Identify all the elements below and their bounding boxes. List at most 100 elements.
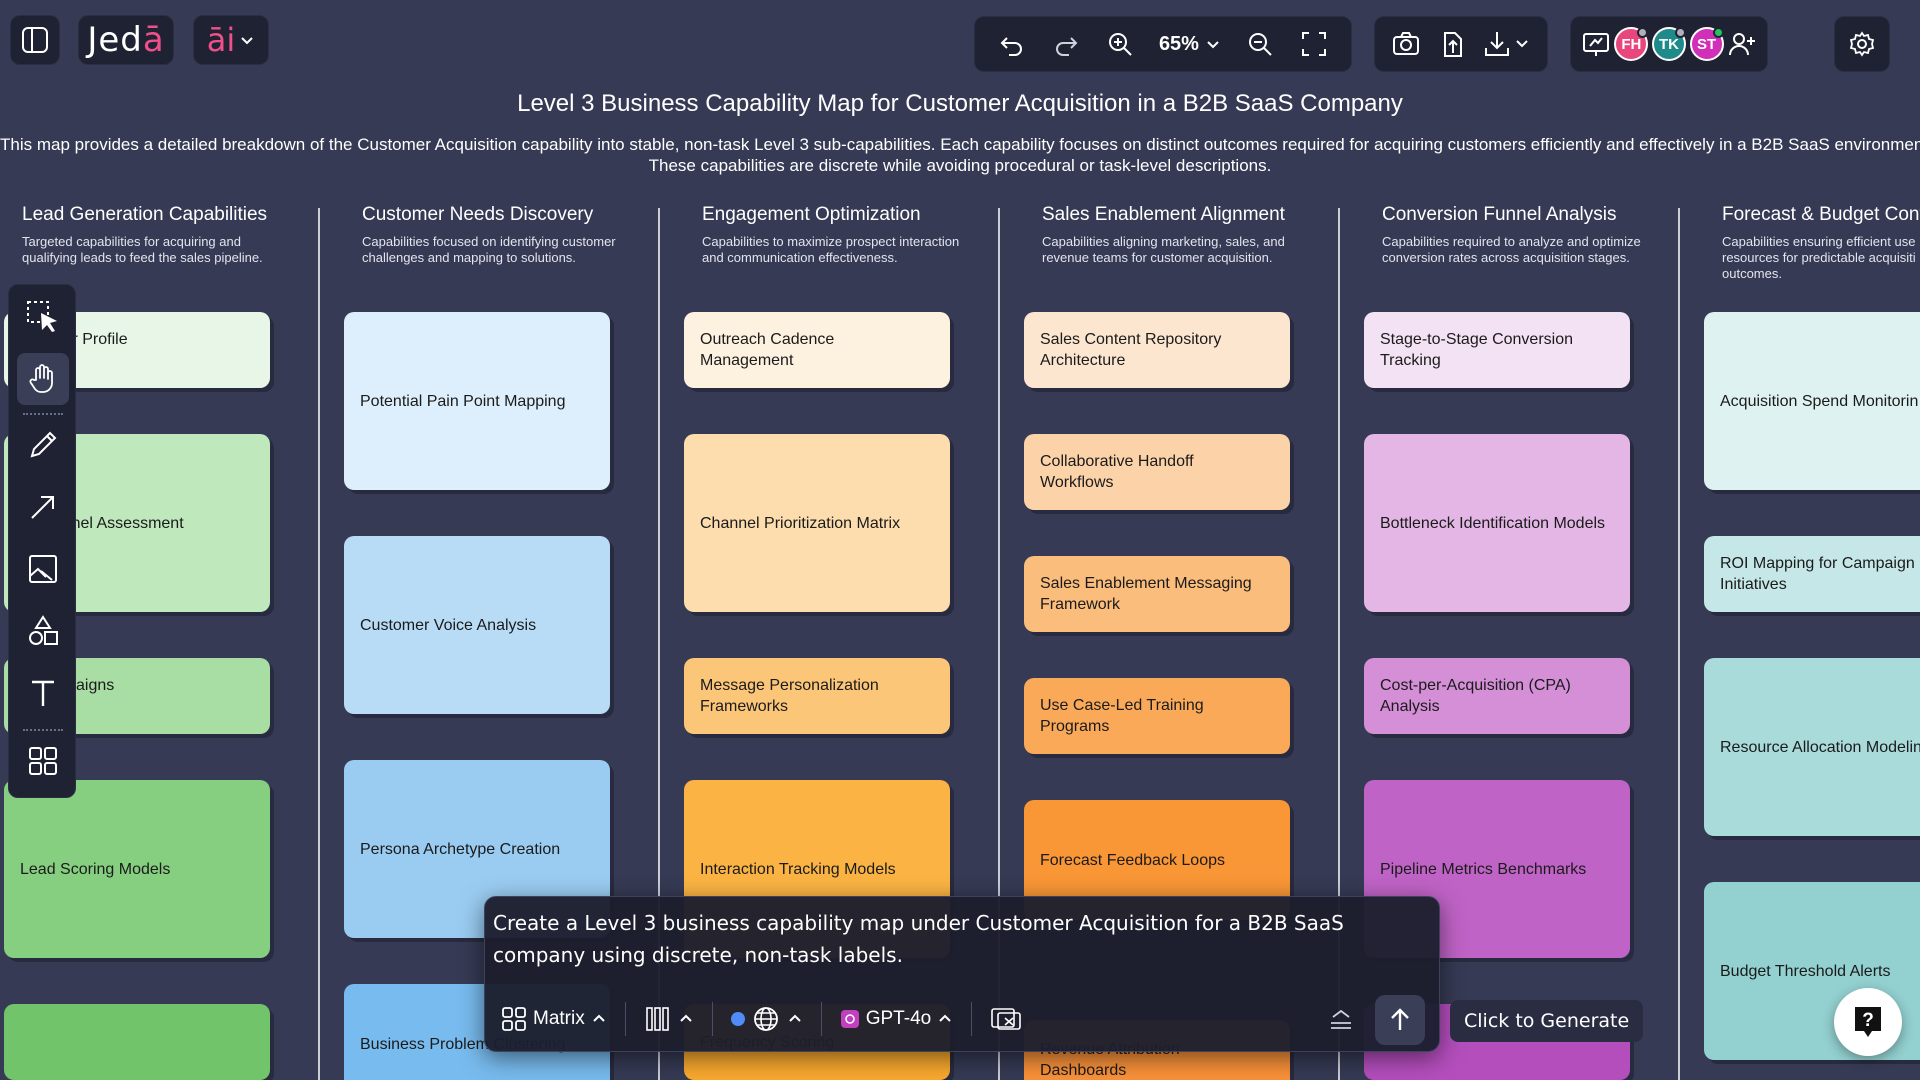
capability-card[interactable]: Stage-to-Stage Conversion Tracking — [1364, 312, 1630, 388]
prompt-divider — [971, 1002, 973, 1036]
capability-card-label: Collaborative Handoff Workflows — [1040, 453, 1194, 491]
capability-card[interactable]: Resource Allocation Modelin — [1704, 658, 1920, 836]
templates-tool-button[interactable] — [17, 735, 69, 787]
toolbar-divider — [23, 729, 63, 731]
add-user-icon[interactable] — [1727, 29, 1757, 59]
capability-card[interactable]: Potential Pain Point Mapping — [344, 312, 610, 490]
capability-card-label: Interaction Tracking Models — [700, 860, 896, 878]
capability-card-label: Channel Prioritization Matrix — [700, 514, 901, 532]
column-title[interactable]: Customer Needs Discovery — [362, 204, 594, 225]
ai-prompt-panel: Create a Level 3 business capability map… — [484, 896, 1440, 1052]
capability-card[interactable]: Acquisition Spend Monitorin — [1704, 312, 1920, 490]
ai-menu-button[interactable]: āi — [193, 15, 269, 65]
generate-tooltip: Click to Generate — [1450, 1000, 1644, 1042]
column-title[interactable]: Conversion Funnel Analysis — [1382, 204, 1617, 225]
capability-card-label: Budget Threshold Alerts — [1720, 962, 1891, 980]
capability-card-label: Message Personalization Frameworks — [700, 677, 879, 715]
capability-card[interactable]: ROI Mapping for Campaign Initiatives — [1704, 536, 1920, 612]
column-divider — [658, 208, 660, 1080]
zoom-out-icon[interactable] — [1245, 29, 1275, 59]
column-description: Capabilities aligning marketing, sales, … — [1042, 234, 1285, 265]
shapes-tool-button[interactable] — [17, 605, 69, 657]
column-title[interactable]: Forecast & Budget Contr — [1722, 204, 1920, 225]
expand-button[interactable] — [1319, 999, 1363, 1039]
redo-icon[interactable] — [1051, 29, 1081, 59]
capability-card-label: Sales Enablement Messaging Framework — [1040, 575, 1252, 613]
toggle-panel-button[interactable] — [10, 15, 60, 65]
generate-button[interactable] — [1375, 995, 1425, 1045]
capability-card[interactable]: Collaborative Handoff Workflows — [1024, 434, 1290, 510]
model-icon — [840, 1009, 860, 1029]
undo-icon[interactable] — [997, 29, 1027, 59]
avatar[interactable]: FH — [1614, 27, 1649, 61]
gear-icon — [1848, 30, 1876, 58]
columns-selector[interactable] — [636, 999, 702, 1039]
help-button[interactable]: ? — [1834, 988, 1902, 1056]
map-description: This map provides a detailed breakdown o… — [0, 134, 1920, 176]
capability-card[interactable]: Lead Scoring Models — [4, 780, 270, 958]
layout-selector[interactable]: Matrix — [493, 999, 615, 1039]
column-title[interactable]: Sales Enablement Alignment — [1042, 204, 1285, 225]
capability-card[interactable]: Persona Archetype Creation — [344, 760, 610, 938]
column-title[interactable]: Engagement Optimization — [702, 204, 921, 225]
color-dot-icon — [730, 1012, 745, 1026]
select-cursor-icon — [25, 299, 61, 335]
capability-card-label: Resource Allocation Modelin — [1720, 738, 1920, 756]
hand-tool-button[interactable] — [17, 353, 69, 405]
arrow-icon — [26, 490, 60, 524]
capability-card[interactable]: Sales Content Repository Architecture — [1024, 312, 1290, 388]
column-title[interactable]: Lead Generation Capabilities — [22, 204, 268, 225]
chevron-up-icon — [787, 1011, 803, 1027]
hand-icon — [26, 362, 60, 396]
avatar[interactable]: ST — [1689, 27, 1724, 61]
capability-card[interactable]: Message Personalization Frameworks — [684, 658, 950, 734]
prompt-divider — [624, 1002, 626, 1036]
map-description-line: These capabilities are discrete while av… — [648, 156, 1272, 175]
sidebar-panel-icon — [20, 25, 50, 55]
text-tool-button[interactable] — [17, 667, 69, 719]
arrow-tool-button[interactable] — [17, 481, 69, 533]
toolbar-divider — [23, 413, 63, 415]
model-selector[interactable]: GPT-4o — [832, 999, 961, 1039]
camera-icon[interactable] — [1391, 29, 1421, 59]
capability-card[interactable]: Channel Prioritization Matrix — [684, 434, 950, 612]
color-language-selector[interactable] — [723, 999, 811, 1039]
capability-card[interactable]: Customer Voice Analysis — [344, 536, 610, 714]
fit-screen-icon[interactable] — [1299, 29, 1329, 59]
download-icon[interactable] — [1483, 29, 1531, 59]
layout-label: Matrix — [533, 1008, 585, 1029]
capability-card-label: Cost-per-Acquisition (CPA) Analysis — [1380, 677, 1571, 715]
prompt-input[interactable]: Create a Level 3 business capability map… — [493, 911, 1344, 967]
matrix-icon — [501, 1006, 527, 1032]
pen-tool-button[interactable] — [17, 419, 69, 471]
zoom-in-icon[interactable] — [1105, 29, 1135, 59]
prompt-options-bar: Matrix — [493, 993, 1433, 1045]
capability-card-label: Outreach Cadence Management — [700, 331, 835, 369]
collapse-up-icon — [1327, 1005, 1355, 1033]
image-tool-button[interactable] — [17, 543, 69, 595]
capability-card-label: Forecast Feedback Loops — [1040, 851, 1225, 869]
avatar[interactable]: TK — [1651, 27, 1686, 61]
app-logo[interactable]: Jedā — [78, 15, 174, 65]
column-description: Targeted capabilities for acquiring and … — [22, 234, 263, 265]
capability-card[interactable] — [4, 1004, 270, 1080]
pencil-icon — [26, 428, 60, 462]
columns-icon — [644, 1005, 672, 1033]
logo-text: Jedā — [87, 20, 165, 60]
settings-button[interactable] — [1834, 16, 1890, 72]
capability-card[interactable]: Use Case-Led Training Programs — [1024, 678, 1290, 754]
chevron-up-icon — [937, 1011, 953, 1027]
capability-card[interactable]: Sales Enablement Messaging Framework — [1024, 556, 1290, 632]
zoom-level-dropdown[interactable]: 65% — [1159, 33, 1221, 56]
capability-card[interactable]: Outreach Cadence Management — [684, 312, 950, 388]
select-tool-button[interactable] — [17, 291, 69, 343]
upload-icon[interactable] — [1437, 29, 1467, 59]
capability-card[interactable]: Bottleneck Identification Models — [1364, 434, 1630, 612]
capability-card[interactable]: Cost-per-Acquisition (CPA) Analysis — [1364, 658, 1630, 734]
export-controls — [1374, 16, 1548, 72]
present-icon[interactable] — [1581, 29, 1611, 59]
context-button[interactable] — [982, 999, 1030, 1039]
column-divider — [998, 208, 1000, 1080]
capability-card-label: Sales Content Repository Architecture — [1040, 331, 1222, 369]
